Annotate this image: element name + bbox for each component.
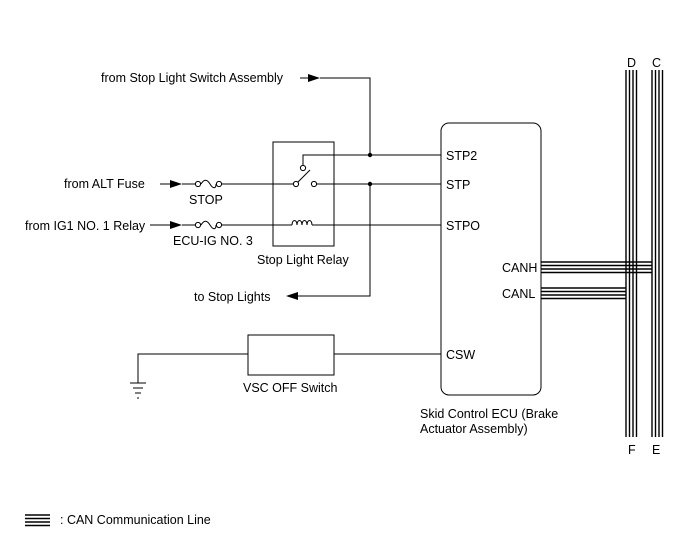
ecu-name-line2: Actuator Assembly) xyxy=(420,422,528,436)
can-line-legend-icon xyxy=(25,514,50,527)
label-fuse-stop: STOP xyxy=(189,193,223,207)
ecu-name-line1: Skid Control ECU (Brake xyxy=(420,407,558,421)
alt-fuse-input-arrow xyxy=(160,180,195,188)
relay-contact-icon xyxy=(220,154,441,188)
stp2-input-arrow xyxy=(300,74,320,82)
stop-fuse-icon xyxy=(194,179,223,189)
to-stop-lights-arrow xyxy=(286,292,298,300)
ground-icon xyxy=(130,382,146,399)
label-fuse-ecu-ig: ECU-IG NO. 3 xyxy=(173,234,253,248)
ecu-pin-canh: CANH xyxy=(502,261,537,275)
label-stop-light-relay: Stop Light Relay xyxy=(257,253,349,267)
skid-control-ecu-box xyxy=(440,122,542,396)
can-branch-canh xyxy=(541,261,652,274)
label-vsc-off-switch: VSC OFF Switch xyxy=(243,381,338,395)
bus-label-c: C xyxy=(652,56,661,70)
can-branch-canl xyxy=(541,287,626,300)
legend-can-line: : CAN Communication Line xyxy=(60,513,211,527)
wire-vsc-to-ground xyxy=(137,353,248,383)
bus-label-f: F xyxy=(628,443,636,457)
ecu-pin-stp: STP xyxy=(446,178,470,192)
label-from-alt-fuse: from ALT Fuse xyxy=(64,177,145,191)
ecu-pin-csw: CSW xyxy=(446,348,475,362)
label-to-stop-lights: to Stop Lights xyxy=(194,290,270,304)
label-from-stop-light-switch: from Stop Light Switch Assembly xyxy=(101,71,284,85)
label-from-ig1-relay: from IG1 NO. 1 Relay xyxy=(25,219,146,233)
stop-light-relay-box xyxy=(272,141,335,247)
ig1-input-arrow xyxy=(150,221,195,229)
ecu-pin-stp2: STP2 xyxy=(446,149,477,163)
wire-stp-to-stop-lights xyxy=(298,184,371,297)
ecu-ig-fuse-icon xyxy=(194,220,223,230)
ecu-pin-stpo: STPO xyxy=(446,219,480,233)
can-bus-d-f xyxy=(625,70,638,437)
relay-coil-icon xyxy=(220,220,441,226)
bus-label-d: D xyxy=(627,56,636,70)
ecu-pin-canl: CANL xyxy=(502,287,535,301)
junction-dot-stp2 xyxy=(367,152,373,158)
bus-label-e: E xyxy=(652,443,660,457)
wire-stop-light-switch-to-stp2 xyxy=(320,77,441,156)
can-bus-c-e xyxy=(651,70,664,437)
vsc-off-switch-box xyxy=(247,334,335,376)
